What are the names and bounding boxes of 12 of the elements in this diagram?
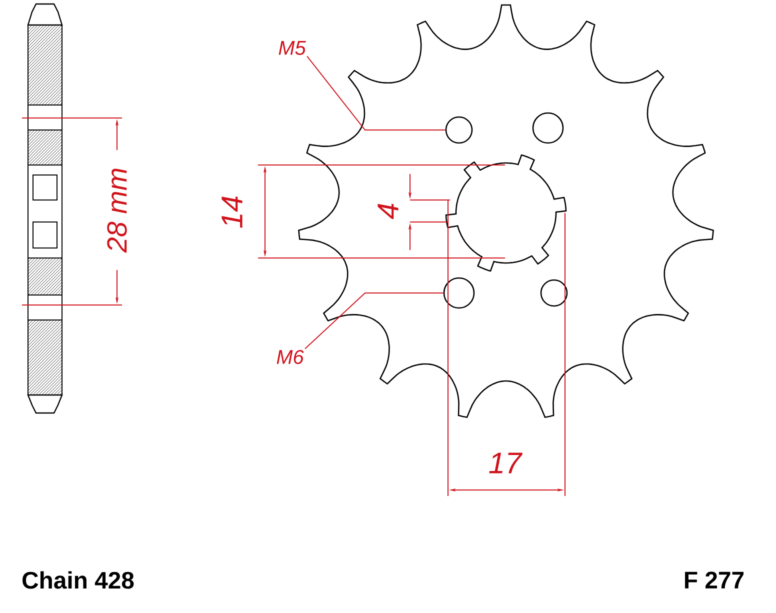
leader-line xyxy=(306,56,446,130)
bolt-hole xyxy=(443,277,475,309)
dimension-label: 14 xyxy=(220,194,244,230)
callout-text: M5 xyxy=(278,41,306,55)
callout-text: M6 xyxy=(276,350,304,364)
dimension-label: 28 mm xyxy=(106,166,128,254)
bolt-hole xyxy=(445,116,473,144)
dimension-label: 4 xyxy=(376,202,400,220)
leader-line xyxy=(304,292,444,350)
chain-label: Chain 428 xyxy=(22,571,134,589)
dimension-label: 17 xyxy=(487,452,523,474)
part-number: F 277 xyxy=(685,572,744,588)
